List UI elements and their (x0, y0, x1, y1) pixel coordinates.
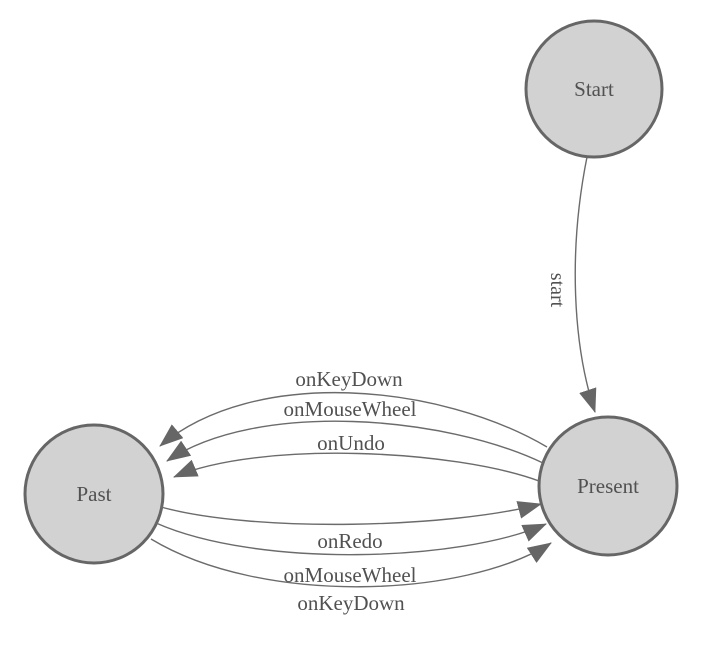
state-label-present: Present (577, 474, 639, 498)
edge-label-onmousewheel-top: onMouseWheel (284, 397, 417, 421)
state-circle-present[interactable] (537, 415, 679, 557)
state-label-past: Past (76, 482, 111, 506)
edge-label-start: start (546, 273, 568, 308)
transition-edge-start-to-present[interactable] (574, 156, 597, 413)
edge-label-onredo: onRedo (317, 529, 382, 553)
transition-edge-onkeydown-to-present[interactable] (150, 538, 552, 588)
edge-label-onmousewheel-bottom: onMouseWheel (284, 563, 417, 587)
transition-edge-onkeydown-to-past[interactable] (159, 391, 548, 448)
edge-label-onkeydown-bottom: onKeyDown (297, 591, 405, 615)
state-node-present[interactable]: Present (537, 415, 679, 557)
transition-edge-onmousewheel-to-present[interactable] (155, 522, 547, 556)
edge-label-onkeydown-top: onKeyDown (295, 367, 403, 391)
state-node-start[interactable]: Start (524, 19, 664, 159)
edge-label-onundo: onUndo (317, 431, 385, 455)
transition-edge-onredo-to-present[interactable] (160, 501, 542, 526)
transition-edge-onundo-to-past[interactable] (173, 452, 540, 482)
state-circle-start[interactable] (524, 19, 664, 159)
transition-edge-onmousewheel-to-past[interactable] (166, 420, 544, 464)
state-label-start: Start (574, 77, 614, 101)
state-circle-past[interactable] (23, 423, 165, 565)
state-node-past[interactable]: Past (23, 423, 165, 565)
